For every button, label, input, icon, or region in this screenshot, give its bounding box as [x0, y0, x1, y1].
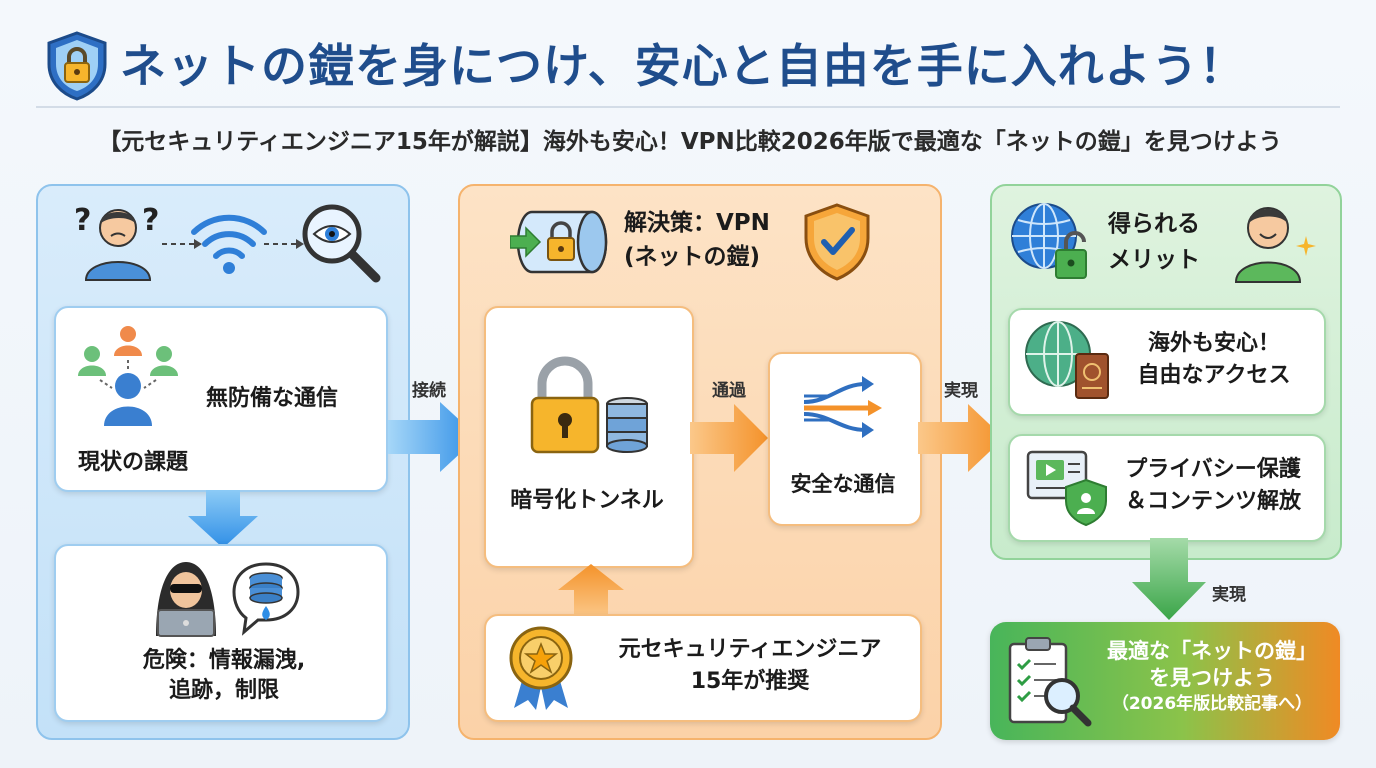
- solution-title-line1: 解決策：VPN: [624, 210, 770, 236]
- globe-unlock-icon: [1008, 200, 1092, 282]
- secure-communication-label: 安全な通信: [790, 472, 896, 496]
- realize-arrow-2: [1130, 538, 1208, 622]
- danger-label-line1: 危険：情報漏洩,: [142, 648, 306, 673]
- award-badge-icon: [504, 622, 578, 710]
- final-line1: 最適な「ネットの鎧」: [1107, 639, 1317, 663]
- danger-card: [54, 544, 388, 722]
- benefits-title-line1: 得られる: [1108, 211, 1200, 237]
- pass-arrow: [690, 402, 770, 474]
- connect-arrow: [388, 400, 480, 474]
- svg-text:?: ?: [74, 203, 91, 238]
- realize-arrow-label-2: 実現: [1212, 585, 1246, 605]
- solution-title-line2: (ネットの鎧): [624, 244, 761, 270]
- network-users-icon: [76, 322, 180, 432]
- benefit-overseas-line1: 海外も安心！: [1147, 331, 1280, 356]
- danger-label-line2: 追跡，制限: [168, 678, 279, 703]
- secure-communication-card: [768, 352, 922, 526]
- header-divider: [36, 106, 1340, 108]
- benefits-title-line2: メリット: [1108, 247, 1200, 273]
- current-issue-card: [54, 306, 388, 492]
- current-issue-caption: 現状の課題: [78, 450, 189, 475]
- shield-check-icon: [802, 202, 872, 282]
- benefit-overseas-label: 海外も安心！ 自由なアクセス: [1114, 328, 1314, 392]
- svg-text:?: ?: [142, 203, 159, 238]
- realize-arrow-1: [918, 402, 1006, 474]
- benefits-title: 得られる メリット: [1108, 206, 1200, 278]
- page-subtitle: 【元セキュリティエンジニア15年が解説】海外も安心！VPN比較2026年版で最適…: [98, 129, 1282, 155]
- expert-recommendation-label: 元セキュリティエンジニア 15年が推奨: [590, 634, 910, 698]
- realize-arrow-label-1: 実現: [944, 381, 978, 401]
- hacker-icon: [148, 554, 224, 638]
- benefit-privacy-label: プライバシー保護 ＆コンテンツ解放: [1110, 454, 1316, 518]
- benefit-privacy-line2: ＆コンテンツ解放: [1124, 489, 1301, 514]
- up-arrow-orange: [556, 562, 626, 618]
- final-line3: （2026年版比較記事へ）: [1111, 693, 1313, 714]
- wifi-icon: [188, 204, 270, 276]
- connect-arrow-label: 接続: [412, 381, 446, 401]
- solution-title: 解決策：VPN (ネットの鎧): [624, 206, 770, 274]
- unprotected-communication-label: 無防備な通信: [206, 386, 339, 411]
- pass-arrow-label: 通過: [712, 381, 746, 401]
- danger-label: 危険：情報漏洩, 追跡，制限: [104, 646, 344, 706]
- find-best-vpn-text: 最適な「ネットの鎧」 を見つけよう （2026年版比較記事へ）: [1092, 638, 1332, 715]
- globe-passport-icon: [1022, 318, 1112, 402]
- happy-user-icon: [1228, 198, 1316, 284]
- checklist-magnifier-icon: [1006, 634, 1092, 728]
- database-icon: [604, 396, 650, 456]
- tunnel-lock-icon: [509, 204, 612, 278]
- final-line2: を見つけよう: [1149, 666, 1275, 691]
- dashed-arrow-2: [262, 236, 306, 250]
- expert-line1: 元セキュリティエンジニア: [618, 637, 882, 662]
- magnifier-eye-icon: [298, 200, 382, 284]
- data-flow-arrows-icon: [800, 372, 886, 442]
- expert-line2: 15年が推奨: [690, 669, 810, 694]
- data-leak-icon: [230, 560, 302, 636]
- page-title: ネットの鎧を身につけ、安心と自由を手に入れよう！: [120, 39, 1246, 93]
- dashed-arrow-1: [160, 236, 204, 250]
- worried-user-icon: ? ?: [70, 200, 166, 282]
- shield-lock-icon: [44, 30, 110, 102]
- padlock-icon: [528, 356, 602, 454]
- media-shield-icon: [1024, 444, 1110, 528]
- down-arrow-blue: [186, 490, 260, 550]
- benefit-privacy-line1: プライバシー保護: [1125, 457, 1301, 482]
- encrypted-tunnel-label: 暗号化トンネル: [510, 488, 664, 513]
- benefit-overseas-line2: 自由なアクセス: [1137, 363, 1291, 388]
